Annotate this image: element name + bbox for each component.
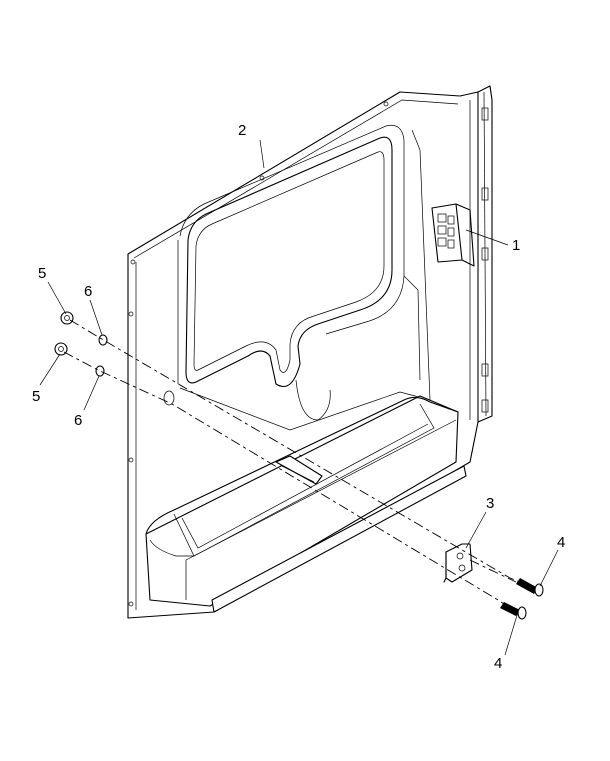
door-armrest bbox=[145, 395, 467, 613]
callout-4-upper: 4 bbox=[557, 534, 565, 551]
callout-1: 1 bbox=[512, 237, 520, 254]
callout-labels: 1 2 3 4 4 5 5 6 6 bbox=[32, 122, 565, 672]
switch-panel bbox=[431, 203, 475, 267]
callout-6-lower: 6 bbox=[74, 412, 82, 429]
callout-3: 3 bbox=[486, 495, 494, 512]
callout-5-lower: 5 bbox=[32, 388, 40, 405]
nut-upper bbox=[60, 311, 74, 325]
leader-lines bbox=[39, 139, 559, 656]
washer-upper bbox=[98, 334, 108, 346]
assembly-lines bbox=[63, 319, 521, 605]
callout-5-upper: 5 bbox=[38, 265, 46, 282]
nut-lower bbox=[54, 342, 68, 356]
screw-lower bbox=[500, 602, 527, 620]
mounting-bracket bbox=[443, 543, 473, 583]
callout-4-lower: 4 bbox=[494, 655, 502, 672]
screw-upper bbox=[516, 578, 544, 597]
callout-2: 2 bbox=[238, 122, 246, 139]
washer-lower bbox=[95, 365, 105, 377]
callout-6-upper: 6 bbox=[84, 283, 92, 300]
